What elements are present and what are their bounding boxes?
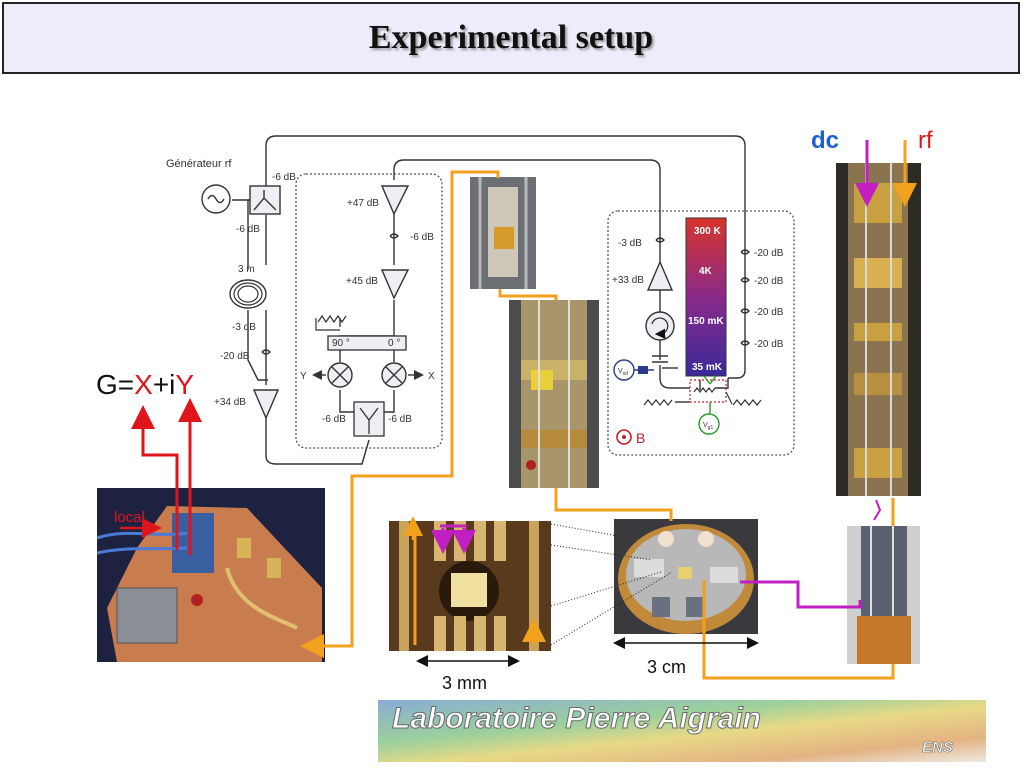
rline-att4-label: -20 dB (754, 339, 784, 350)
circuit-wires (232, 135, 746, 465)
lab-logo-text: Laboratoire Pierre Aigrain (392, 702, 761, 735)
amp-34-label: +34 dB (214, 397, 246, 408)
cable-att-label: -3 dB (232, 322, 256, 333)
vg-label: Vg1 (703, 422, 713, 431)
cryostat-box (607, 210, 795, 456)
cryo-amp33-label: +33 dB (612, 275, 644, 286)
room-temp-box (295, 173, 443, 449)
att-20-label: -20 dB (220, 351, 250, 362)
g-formula: G=X+iY (96, 369, 194, 400)
att-6-label: -6 dB (410, 232, 434, 243)
lab-logo-banner (378, 700, 986, 762)
amplifier-34-icon (252, 389, 280, 420)
amp-45-label: +45 dB (346, 276, 378, 287)
lab-logo-sub: ENS (922, 739, 953, 756)
magnetic-field-icon (616, 429, 632, 445)
phase-shifter (327, 335, 407, 351)
magenta-wires (431, 140, 879, 609)
probe-photo-right-top (836, 163, 921, 496)
probe-photo-right-bottom (847, 526, 920, 664)
mixer-right-att-label: -6 dB (388, 414, 412, 425)
amplifier-33-icon (646, 260, 674, 291)
output-y-label: Y (300, 371, 307, 382)
temperature-gradient-bar (685, 217, 727, 377)
local-label: local (114, 509, 145, 526)
probe-photo-middle (509, 300, 599, 488)
wire-to-x (131, 405, 179, 550)
vg-source-icon (698, 413, 720, 435)
board-photo (97, 488, 325, 662)
title-bar: Experimental setup (2, 2, 1020, 74)
temp-4k-label: 4K (699, 266, 713, 277)
amplifier-47-icon (380, 185, 410, 216)
splitter-in-label: -6 dB (236, 224, 260, 235)
phase-0-label: 0 ° (388, 338, 400, 349)
b-field-label: B (636, 430, 645, 446)
vsd-source-icon (613, 359, 635, 381)
zoom-connectors (550, 523, 673, 646)
splitter-out-label: -6 dB (272, 172, 296, 183)
temp-150mk-label: 150 mK (688, 316, 724, 327)
scale-3mm-label: 3 mm (442, 673, 487, 693)
attenuator-icons (261, 233, 750, 355)
orange-wires (300, 140, 917, 680)
sample-holder-photo (614, 519, 758, 634)
cryo-att3-label: -3 dB (618, 238, 642, 249)
rline-att2-label: -20 dB (754, 276, 784, 287)
dc-label: dc (811, 127, 839, 154)
generator-label: Générateur rf (166, 158, 232, 170)
amplifier-45-icon (380, 269, 410, 300)
rf-label: rf (918, 127, 933, 154)
rf-generator-icon (201, 184, 231, 214)
rline-att3-label: -20 dB (754, 307, 784, 318)
scale-3cm-label: 3 cm (647, 657, 686, 677)
vsd-label: Vsd (618, 368, 628, 377)
phase-90-label: 90 ° (332, 338, 350, 349)
cable-coil-icon (229, 279, 267, 309)
temp-300k-label: 300 K (694, 226, 721, 237)
amp-47-label: +47 dB (347, 198, 379, 209)
page-title: Experimental setup (368, 19, 654, 56)
temp-35mk-label: 35 mK (692, 362, 723, 373)
rline-att1-label: -20 dB (754, 248, 784, 259)
mixer-left-att-label: -6 dB (322, 414, 346, 425)
cable-length-label: 3 m (238, 264, 255, 275)
circulator-icon (645, 311, 675, 341)
inset-photo-top (470, 177, 536, 289)
output-x-label: X (428, 371, 435, 382)
device-box (689, 379, 727, 403)
